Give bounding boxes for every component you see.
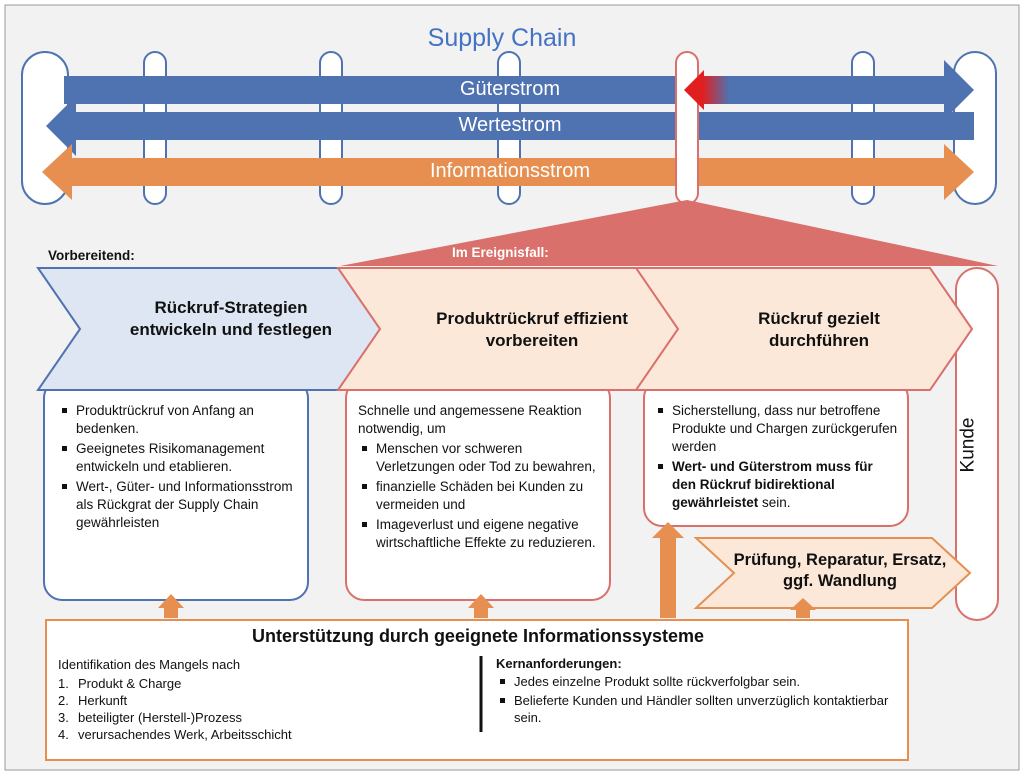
list-item: Imageverlust und eigene negative wirtsch… <box>356 516 600 552</box>
phase-1-bullets: Produktrückruf von Anfang an bedenken. G… <box>56 402 300 534</box>
list-item: Jedes einzelne Produkt sollte rückverfol… <box>494 673 894 690</box>
event-triangle <box>340 200 998 266</box>
support-right-list: Jedes einzelne Produkt sollte rückverfol… <box>494 673 894 728</box>
phase-2-bullets: Menschen vor schweren Verletzungen oder … <box>356 440 600 554</box>
reverse-arrow-tail <box>703 76 729 104</box>
support-right-heading: Kernanforderungen: <box>496 656 622 671</box>
list-item: Geeignetes Risikomanagement entwickeln u… <box>56 440 300 476</box>
gueterstrom-label: Güterstrom <box>459 78 561 100</box>
phase-1-title: Rückruf-Strategien entwickeln und festle… <box>129 298 333 339</box>
list-item: 3.beteiligter (Herstell-)Prozess <box>58 710 242 725</box>
up-arrow-2 <box>468 594 494 618</box>
wertestrom-arrow <box>46 96 974 156</box>
list-item: Menschen vor schweren Verletzungen oder … <box>356 440 600 476</box>
phase-2-intro: Schnelle und angemessene Reaktion notwen… <box>358 403 582 436</box>
phase-3-bullets: Sicherstellung, dass nur betroffene Prod… <box>652 402 900 514</box>
kunde-label-wrap: Kunde <box>957 410 991 480</box>
up-arrow-1 <box>158 594 184 618</box>
list-item: Belieferte Kunden und Händler sollten un… <box>494 692 894 726</box>
kunde-label: Kunde <box>957 417 979 473</box>
phase-3-title: Rückruf gezielt durchführen <box>758 309 880 350</box>
kunde-pill <box>955 267 999 621</box>
list-item: finanzielle Schäden bei Kunden zu vermei… <box>356 478 600 514</box>
diagram-title: Supply Chain <box>427 24 577 52</box>
list-item: Produktrückruf von Anfang an bedenken. <box>56 402 300 438</box>
up-arrow-3 <box>652 522 684 618</box>
support-left-list: 1.Produkt & Charge 2.Herkunft 3.beteilig… <box>58 675 458 743</box>
bullet-suffix: sein. <box>758 495 791 510</box>
list-item: Wert-, Güter- und Informationsstrom als … <box>56 478 300 532</box>
support-left-heading: Identifikation des Mangels nach <box>58 657 241 672</box>
gueterstrom-arrow <box>64 60 974 120</box>
list-item: 2.Herkunft <box>58 693 128 708</box>
informationsstrom-label: Informationsstrom <box>429 160 591 182</box>
pruefung-label: Prüfung, Reparatur, Ersatz, ggf. Wandlun… <box>733 551 947 590</box>
list-item: 1.Produkt & Charge <box>58 676 182 691</box>
vorbereitend-label: Vorbereitend: <box>48 248 135 263</box>
support-title: Unterstützung durch geeignete Informatio… <box>251 626 705 646</box>
informationsstrom-arrow <box>42 144 974 200</box>
list-item: Sicherstellung, dass nur betroffene Prod… <box>652 402 900 456</box>
up-arrow-4 <box>790 598 816 618</box>
ereignisfall-label: Im Ereignisfall: <box>452 245 549 260</box>
list-item: Wert- und Güterstrom muss für den Rückru… <box>652 458 900 512</box>
pruefung-arrow <box>693 537 972 609</box>
reverse-arrow-head <box>684 70 704 110</box>
phase-3-chevron <box>634 267 974 391</box>
bidirectional-emphasis: Wert- und Güterstrom muss für den Rückru… <box>672 459 873 510</box>
support-box <box>45 619 909 761</box>
wertestrom-label: Wertestrom <box>458 114 562 136</box>
list-item: 4.verursachendes Werk, Arbeitsschicht <box>58 727 292 742</box>
phase-2-title: Produktrückruf effizient vorbereiten <box>436 309 628 350</box>
